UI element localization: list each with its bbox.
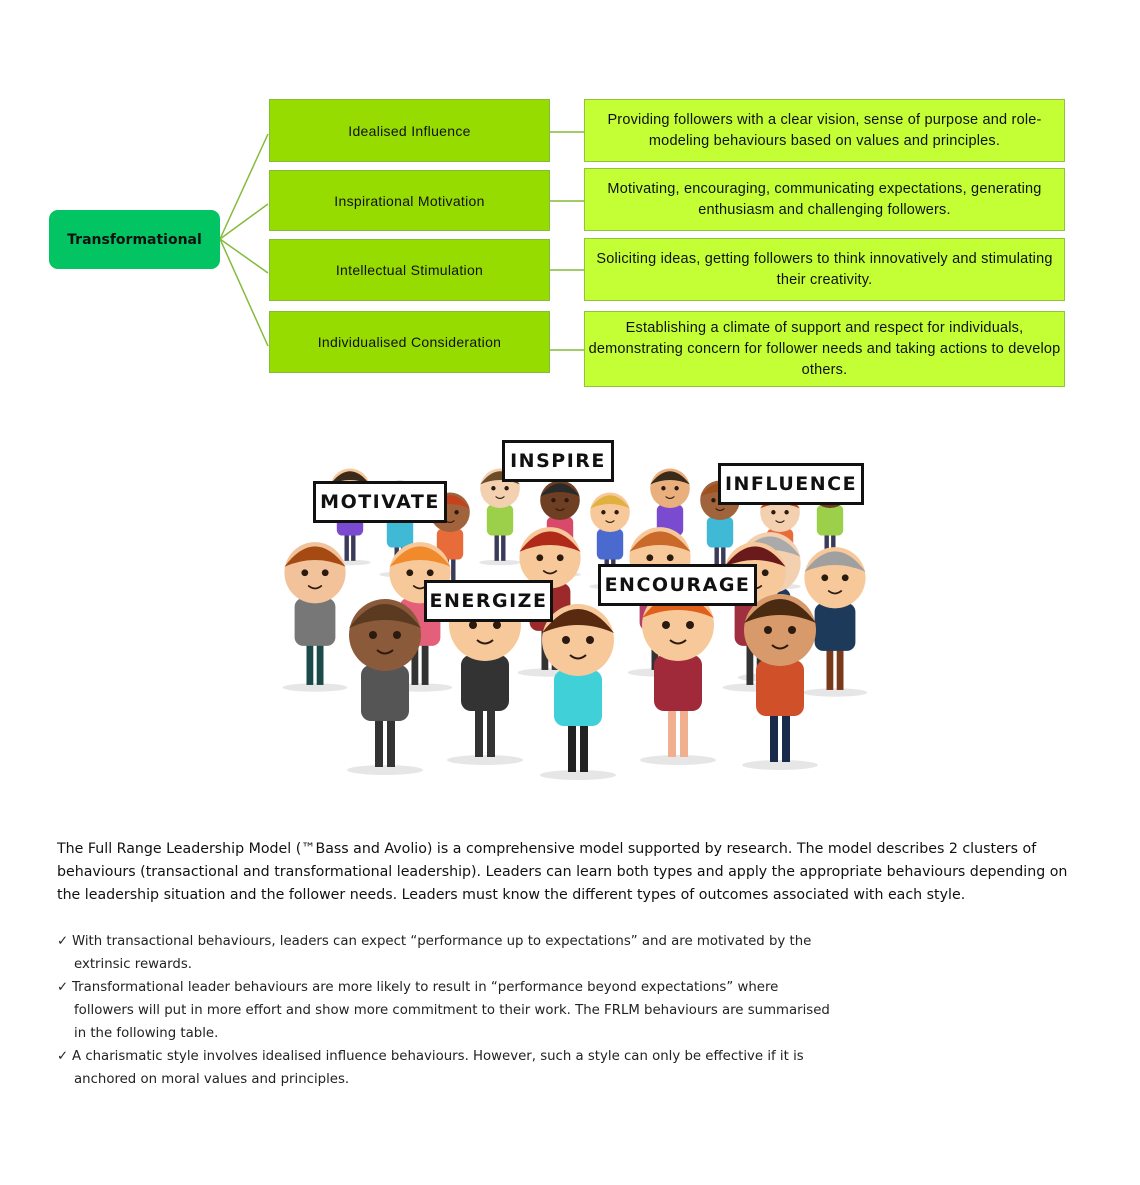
branch-individualised-consideration: Individualised Consideration xyxy=(269,311,550,373)
bullet-text: A charismatic style involves idealised i… xyxy=(72,1049,804,1087)
root-node: Transformational xyxy=(49,210,220,269)
branch-inspirational-motivation: Inspirational Motivation xyxy=(269,170,550,231)
person-figure xyxy=(282,542,348,692)
tag-energize: ENERGIZE xyxy=(424,580,553,622)
connector xyxy=(219,133,269,240)
intro-paragraph: The Full Range Leadership Model (™Bass a… xyxy=(57,841,1068,903)
branch-intellectual-stimulation: Intellectual Stimulation xyxy=(269,239,550,301)
bullet-text: With transactional behaviours, leaders c… xyxy=(72,934,812,972)
check-icon: ✓ xyxy=(57,934,69,949)
branch-idealised-influence: Idealised Influence xyxy=(269,99,550,162)
tag-motivate: MOTIVATE xyxy=(313,481,447,523)
person-figure xyxy=(347,599,423,775)
connector xyxy=(219,238,269,347)
person-figure xyxy=(802,547,868,697)
person-figure xyxy=(742,594,818,770)
person-figure xyxy=(540,604,616,780)
tag-encourage: ENCOURAGE xyxy=(598,564,757,606)
check-icon: ✓ xyxy=(57,980,69,995)
description-individualised-consideration: Establishing a climate of support and re… xyxy=(584,311,1065,387)
bullet-item: ✓Transformational leader behaviours are … xyxy=(57,976,837,1045)
connector xyxy=(219,238,269,274)
bullet-item: ✓With transactional behaviours, leaders … xyxy=(57,930,837,976)
connector xyxy=(219,203,269,240)
person-figure xyxy=(649,468,691,566)
person-figure xyxy=(640,589,716,765)
description-intellectual-stimulation: Soliciting ideas, getting followers to t… xyxy=(584,238,1065,301)
check-icon: ✓ xyxy=(57,1049,69,1064)
tag-influence: INFLUENCE xyxy=(718,463,864,505)
description-inspirational-motivation: Motivating, encouraging, communicating e… xyxy=(584,168,1065,231)
tag-inspire: INSPIRE xyxy=(502,440,614,482)
person-figure xyxy=(479,468,521,566)
bullet-item: ✓A charismatic style involves idealised … xyxy=(57,1045,837,1091)
crowd-illustration xyxy=(282,468,868,780)
bullet-list: ✓With transactional behaviours, leaders … xyxy=(57,930,837,1091)
bullet-text: Transformational leader behaviours are m… xyxy=(72,980,830,1041)
connector-lines xyxy=(219,131,584,351)
description-idealised-influence: Providing followers with a clear vision,… xyxy=(584,99,1065,162)
